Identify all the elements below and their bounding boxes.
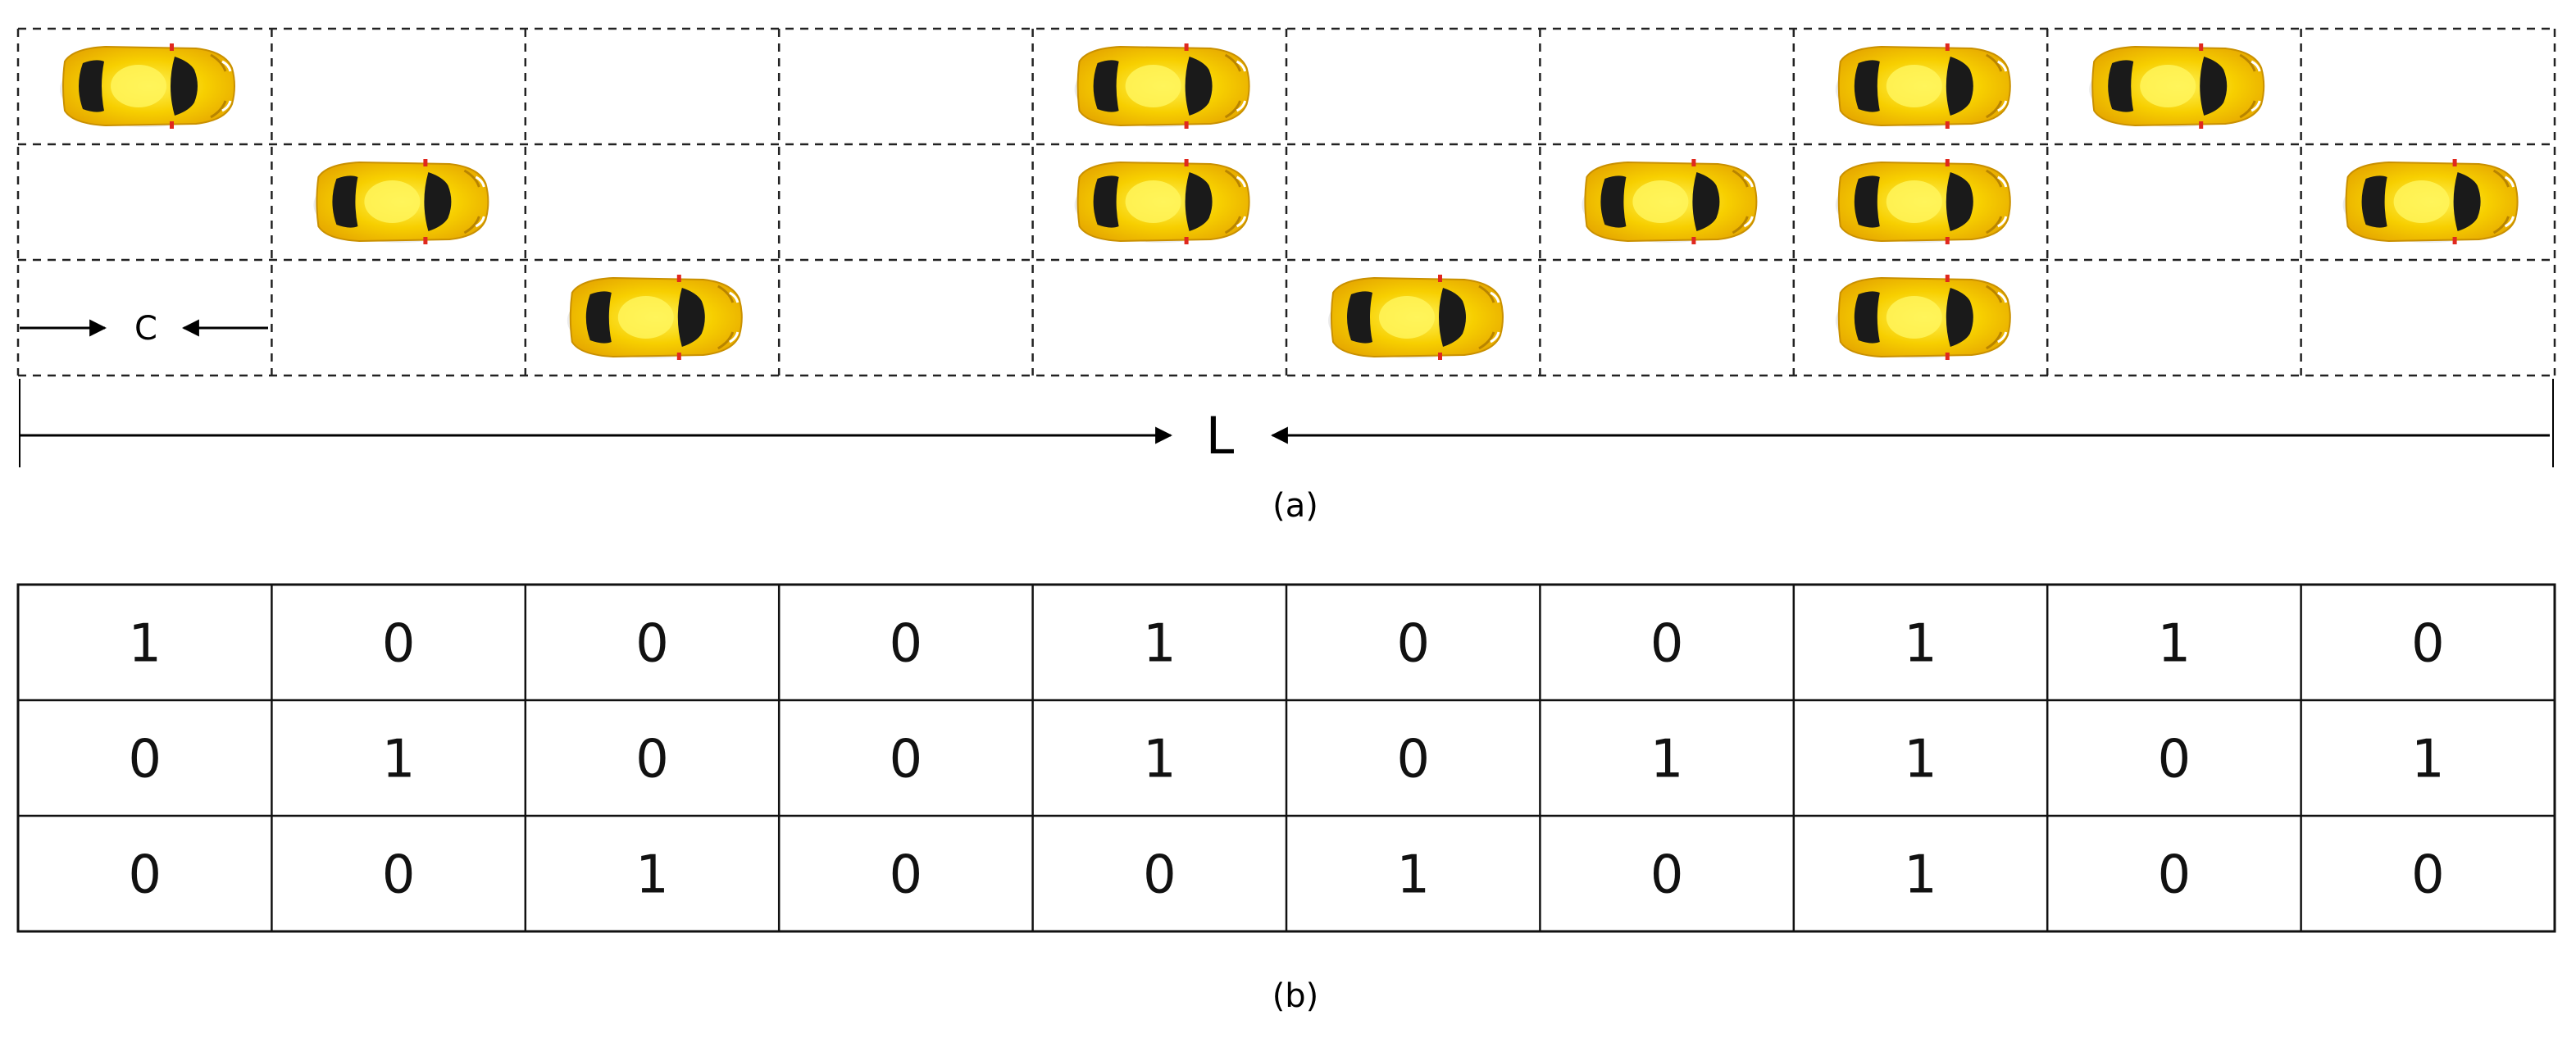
lane-length-label: L	[1206, 406, 1235, 466]
matrix-cell: 1	[1396, 845, 1430, 906]
matrix-cell: 0	[1143, 845, 1176, 906]
matrix-cell: 1	[2411, 730, 2445, 790]
car-icon	[312, 157, 489, 246]
matrix-cell: 1	[1904, 730, 1937, 790]
car-icon	[1834, 42, 2012, 130]
matrix-cell: 0	[635, 614, 669, 675]
car-icon	[1073, 157, 1251, 246]
matrix-cell: 1	[2158, 614, 2191, 675]
car-icon	[2342, 157, 2519, 246]
dashed-lane-grid	[16, 27, 2556, 377]
car-icon	[1327, 273, 1504, 362]
matrix-cell: 0	[890, 614, 923, 675]
panel-b-binary-matrix: 1 0 0 0 1 0 0 1 1 0 0 1 0 0 1 0 1 1 0 1 0 0 1 0 0 1 0 1 0 0 (b)	[16, 583, 2556, 1015]
matrix-cell: 0	[890, 730, 923, 790]
car-icon	[2087, 42, 2265, 130]
cell-width-label: C	[134, 310, 157, 348]
matrix-cell: 0	[1396, 730, 1430, 790]
lane-length-indicator: L	[19, 379, 2554, 467]
matrix-cell: 1	[1143, 730, 1176, 790]
car-icon	[1834, 273, 2012, 362]
matrix-cell: 1	[1143, 614, 1176, 675]
matrix-cell: 1	[1904, 614, 1937, 675]
matrix-cell: 0	[128, 730, 162, 790]
matrix-cell: 0	[382, 614, 416, 675]
matrix-cell: 1	[1650, 730, 1684, 790]
matrix-cell: 0	[382, 845, 416, 906]
matrix-cell: 0	[1650, 614, 1684, 675]
car-icon	[1834, 157, 2012, 246]
panel-b-caption: (b)	[1272, 977, 1319, 1015]
matrix-cell: 1	[128, 614, 162, 675]
matrix-cell: 0	[2411, 614, 2445, 675]
matrix-cell: 1	[635, 845, 669, 906]
matrix-cell: 1	[1904, 845, 1937, 906]
car-icon	[58, 42, 236, 130]
matrix-cell: 0	[2158, 845, 2191, 906]
car-icon	[1073, 42, 1251, 130]
panel-a-caption: (a)	[1272, 487, 1318, 525]
matrix-cell: 0	[128, 845, 162, 906]
matrix-cell: 0	[1396, 614, 1430, 675]
matrix-cell: 0	[2411, 845, 2445, 906]
matrix-cell: 0	[635, 730, 669, 790]
matrix-values: 1 0 0 0 1 0 0 1 1 0 0 1 0 0 1 0 1 1 0 1 0 0 1 0 0 1 0 1 0 0	[128, 614, 2444, 906]
matrix-cell: 0	[2158, 730, 2191, 790]
matrix-cell: 0	[1650, 845, 1684, 906]
matrix-cell: 1	[382, 730, 416, 790]
panel-a-road-grid: C L (a)	[16, 27, 2556, 525]
matrix-grid	[16, 583, 2556, 933]
car-icon	[566, 273, 744, 362]
car-icon	[1580, 157, 1758, 246]
matrix-cell: 0	[890, 845, 923, 906]
cars-layer	[58, 42, 2519, 362]
cell-width-indicator: C	[20, 310, 268, 348]
